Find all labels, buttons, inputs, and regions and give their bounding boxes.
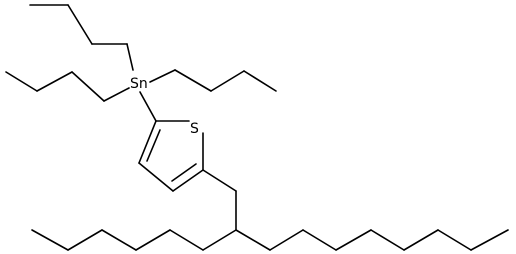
hexyl-chain xyxy=(31,229,237,251)
tin-thiophene-bond xyxy=(139,91,157,122)
butyl-chain-right xyxy=(149,69,277,92)
tin-atom-label: Sn xyxy=(130,76,148,92)
butyl-chain-top xyxy=(29,4,134,71)
butyl-chain-left xyxy=(5,71,130,102)
sulfur-atom-label: S xyxy=(190,121,199,137)
alkyl-link xyxy=(202,169,237,231)
thiophene-ring xyxy=(138,120,204,192)
octyl-chain xyxy=(235,229,509,251)
